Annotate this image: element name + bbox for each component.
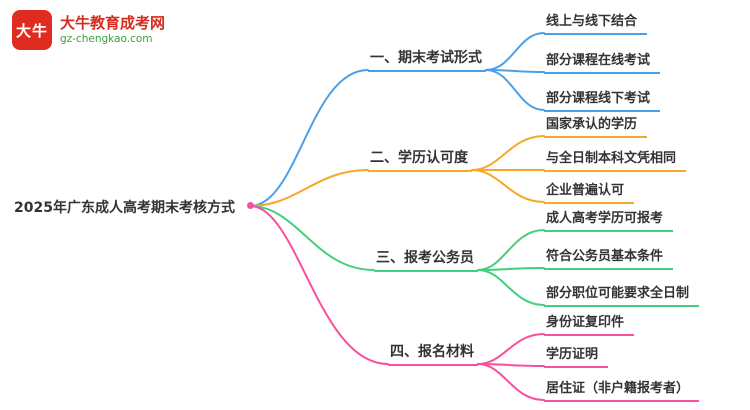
branch-4-leaf-3: 居住证（非户籍报考者） (544, 381, 700, 402)
mindmap-root-topic: 2025年广东成人高考期末考核方式 (14, 200, 235, 216)
branch-3-leaf-1: 成人高考学历可报考 (544, 211, 674, 232)
branch-3-leaf-2: 符合公务员基本条件 (544, 249, 674, 270)
connector-branch-2-leaf-3 (471, 169, 545, 203)
connector-branch-4-leaf-1 (477, 333, 545, 365)
connector-branch-4-leaf-3 (477, 363, 545, 401)
branch-4-leaf-1: 身份证复印件 (544, 315, 635, 336)
connector-root-branch-4 (249, 205, 389, 365)
connector-branch-3-leaf-3 (477, 269, 545, 306)
branch-1-leaf-1: 线上与线下结合 (544, 14, 648, 35)
site-url: gz-chengkao.com (60, 33, 153, 45)
branch-2-label: 二、学历认可度 (368, 149, 472, 172)
connector-root-branch-2 (249, 169, 369, 207)
site-logo: 大牛 大牛教育成考网 gz-chengkao.com (12, 10, 165, 50)
branch-2-leaf-1: 国家承认的学历 (544, 117, 648, 138)
connector-branch-3-leaf-1 (477, 229, 545, 271)
branch-1-leaf-2: 部分课程在线考试 (544, 53, 661, 74)
connector-branch-1-leaf-2 (485, 69, 545, 73)
logo-text-block: 大牛教育成考网 gz-chengkao.com (60, 10, 165, 50)
connector-branch-3-leaf-2 (477, 267, 545, 271)
branch-origin-dot (247, 202, 254, 209)
connector-branch-4-leaf-2 (477, 363, 545, 367)
connector-branch-1-leaf-3 (485, 69, 545, 111)
branch-3-label: 三、报考公务员 (374, 249, 478, 272)
branch-4-leaf-2: 学历证明 (544, 347, 609, 368)
logo-bull-icon: 大牛 (12, 10, 52, 50)
branch-3-leaf-3: 部分职位可能要求全日制 (544, 286, 700, 307)
site-name: 大牛教育成考网 (60, 14, 166, 32)
branch-1-leaf-3: 部分课程线下考试 (544, 91, 661, 112)
connector-root-branch-1 (249, 69, 369, 207)
branch-2-leaf-2: 与全日制本科文凭相同 (544, 151, 687, 172)
connector-root-branch-3 (249, 205, 375, 271)
branch-2-leaf-3: 企业普遍认可 (544, 183, 635, 204)
branch-1-label: 一、期末考试形式 (368, 49, 486, 72)
branch-4-label: 四、报名材料 (388, 343, 478, 366)
connector-branch-2-leaf-1 (471, 135, 545, 171)
connector-branch-1-leaf-1 (485, 32, 545, 71)
